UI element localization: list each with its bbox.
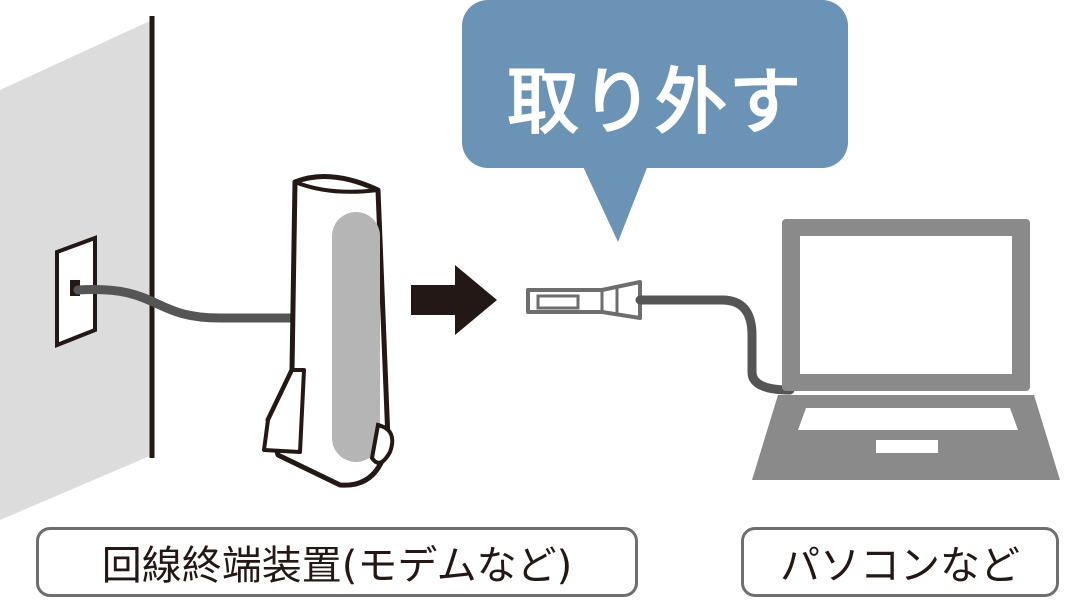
laptop-icon: [752, 219, 1060, 480]
pc-cable: [635, 295, 795, 395]
modem-label: 回線終端装置(モデムなど): [36, 527, 638, 597]
arrow-right-icon: [411, 265, 497, 335]
modem-icon: [262, 174, 395, 488]
lan-connector-icon: [526, 280, 642, 320]
callout-remove-text: 取り外す: [506, 59, 803, 144]
wall-cable: [73, 284, 303, 323]
pc-label: パソコンなど: [741, 527, 1059, 597]
callout-bubble: [462, 0, 848, 242]
